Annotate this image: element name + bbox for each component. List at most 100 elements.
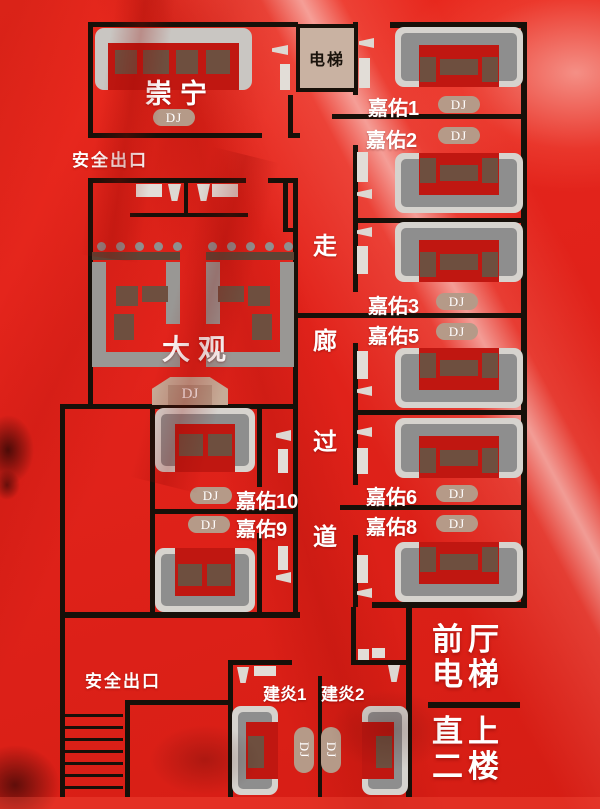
barstool-dot <box>227 242 236 251</box>
wall <box>351 607 356 665</box>
door-leaf-icon <box>276 430 291 441</box>
room-label-jiayou8: 嘉佑8 <box>366 517 418 539</box>
wall <box>340 505 527 510</box>
sofa-jiayou8 <box>395 542 523 602</box>
wall <box>184 180 188 215</box>
corridor-char-3: 过 <box>313 429 337 456</box>
sofa-jiayou1 <box>395 27 523 87</box>
room-label-jiayou2: 嘉佑2 <box>366 130 418 152</box>
room-label-jiayou10: 嘉佑10 <box>236 491 299 513</box>
door-leaf-icon <box>276 572 291 583</box>
safety-exit-bottom: 安全出口 <box>85 672 161 691</box>
wall <box>60 612 300 618</box>
wall <box>125 700 233 705</box>
wall <box>88 22 93 138</box>
room-label-jianyan1: 建炎1 <box>263 685 307 704</box>
room-label-jiayou5: 嘉佑5 <box>368 326 420 348</box>
front-hall-elevator-text: 前厅 电梯 <box>432 622 504 692</box>
bottom-edge-band <box>0 797 600 809</box>
door-leaf-icon <box>272 45 288 55</box>
door-leaf-icon <box>357 227 372 237</box>
wall <box>293 178 298 618</box>
dj-badge-jiayou6: DJ <box>436 485 478 502</box>
door-leaf-icon <box>357 386 372 396</box>
door-slab <box>357 246 368 274</box>
wall <box>150 509 298 514</box>
door-leaf-icon <box>357 189 372 199</box>
door-slab <box>358 649 369 660</box>
dj-badge-chongning: DJ <box>153 109 195 126</box>
restroom-sink <box>136 184 162 197</box>
wall <box>283 178 288 230</box>
dj-badge-jiayou3: DJ <box>436 293 478 310</box>
wall <box>60 404 298 409</box>
wall <box>257 533 262 614</box>
sofa-jianyan1 <box>232 706 278 795</box>
corridor-char-2: 廊 <box>313 328 337 355</box>
door-slab <box>357 448 368 474</box>
sofa-jiayou9 <box>155 548 255 612</box>
wall <box>88 178 93 409</box>
room-label-jiayou6: 嘉佑6 <box>366 487 418 509</box>
door-leaf-icon <box>357 427 372 437</box>
sofa-jiayou6 <box>395 418 523 478</box>
room-label-daguan: 大观 <box>162 334 235 365</box>
room-label-jiayou9: 嘉佑9 <box>236 519 288 541</box>
dj-badge-jiayou8: DJ <box>436 515 478 532</box>
wall <box>228 660 292 665</box>
barstool-dot <box>265 242 274 251</box>
elevator-label: 电梯 <box>308 52 345 69</box>
wall <box>288 133 300 138</box>
door-slab <box>280 64 290 90</box>
barstool-dot <box>173 242 182 251</box>
door-slab <box>372 648 385 658</box>
door-slab <box>278 546 288 570</box>
room-label-jiayou3: 嘉佑3 <box>368 296 420 318</box>
barstool-dot <box>246 242 255 251</box>
safety-exit-top: 安全出口 <box>72 151 148 170</box>
sofa-jiayou10 <box>155 408 255 472</box>
wall <box>257 408 262 487</box>
door-leaf-icon <box>237 667 249 683</box>
room-label-jianyan2: 建炎2 <box>321 685 365 704</box>
grunge-spot <box>0 415 34 485</box>
dj-badge-jianyan2: DJ <box>321 727 341 773</box>
wall <box>60 404 65 797</box>
wall <box>372 602 527 608</box>
wall <box>390 22 527 28</box>
barstool-dot <box>116 242 125 251</box>
sofa-chongning <box>95 28 252 90</box>
restroom-urinal-icon <box>168 184 181 201</box>
dj-badge-jiayou2: DJ <box>438 127 480 144</box>
barstool-dot <box>97 242 106 251</box>
text-divider-line <box>428 702 520 708</box>
dj-badge-jiayou10: DJ <box>190 487 232 504</box>
wall <box>88 178 246 183</box>
wall <box>88 133 262 138</box>
door-leaf-icon <box>357 588 372 598</box>
wall <box>351 660 406 665</box>
dj-badge-jianyan1: DJ <box>294 727 314 773</box>
barstool-dot <box>208 242 217 251</box>
corridor-char-1: 走 <box>313 233 337 260</box>
grunge-spot <box>0 470 20 500</box>
restroom-urinal-icon <box>197 184 210 201</box>
restroom-sink <box>212 184 238 197</box>
door-slab <box>357 351 368 379</box>
door-leaf-icon <box>359 38 374 48</box>
up-to-second-floor-text: 直上 二楼 <box>432 714 504 784</box>
wall <box>88 22 298 27</box>
dj-badge-jiayou5: DJ <box>436 323 478 340</box>
dj-stage: DJ <box>152 377 228 405</box>
door-leaf-icon <box>388 665 400 682</box>
wall <box>406 600 412 797</box>
wall <box>228 660 233 797</box>
wall <box>125 700 130 797</box>
stairs <box>65 714 123 797</box>
dj-badge-jiayou1: DJ <box>438 96 480 113</box>
door-slab <box>359 58 370 88</box>
door-slab <box>357 555 368 583</box>
room-label-jiayou1: 嘉佑1 <box>368 98 420 120</box>
sofa-jianyan2 <box>362 706 408 795</box>
door-slab <box>254 666 276 676</box>
